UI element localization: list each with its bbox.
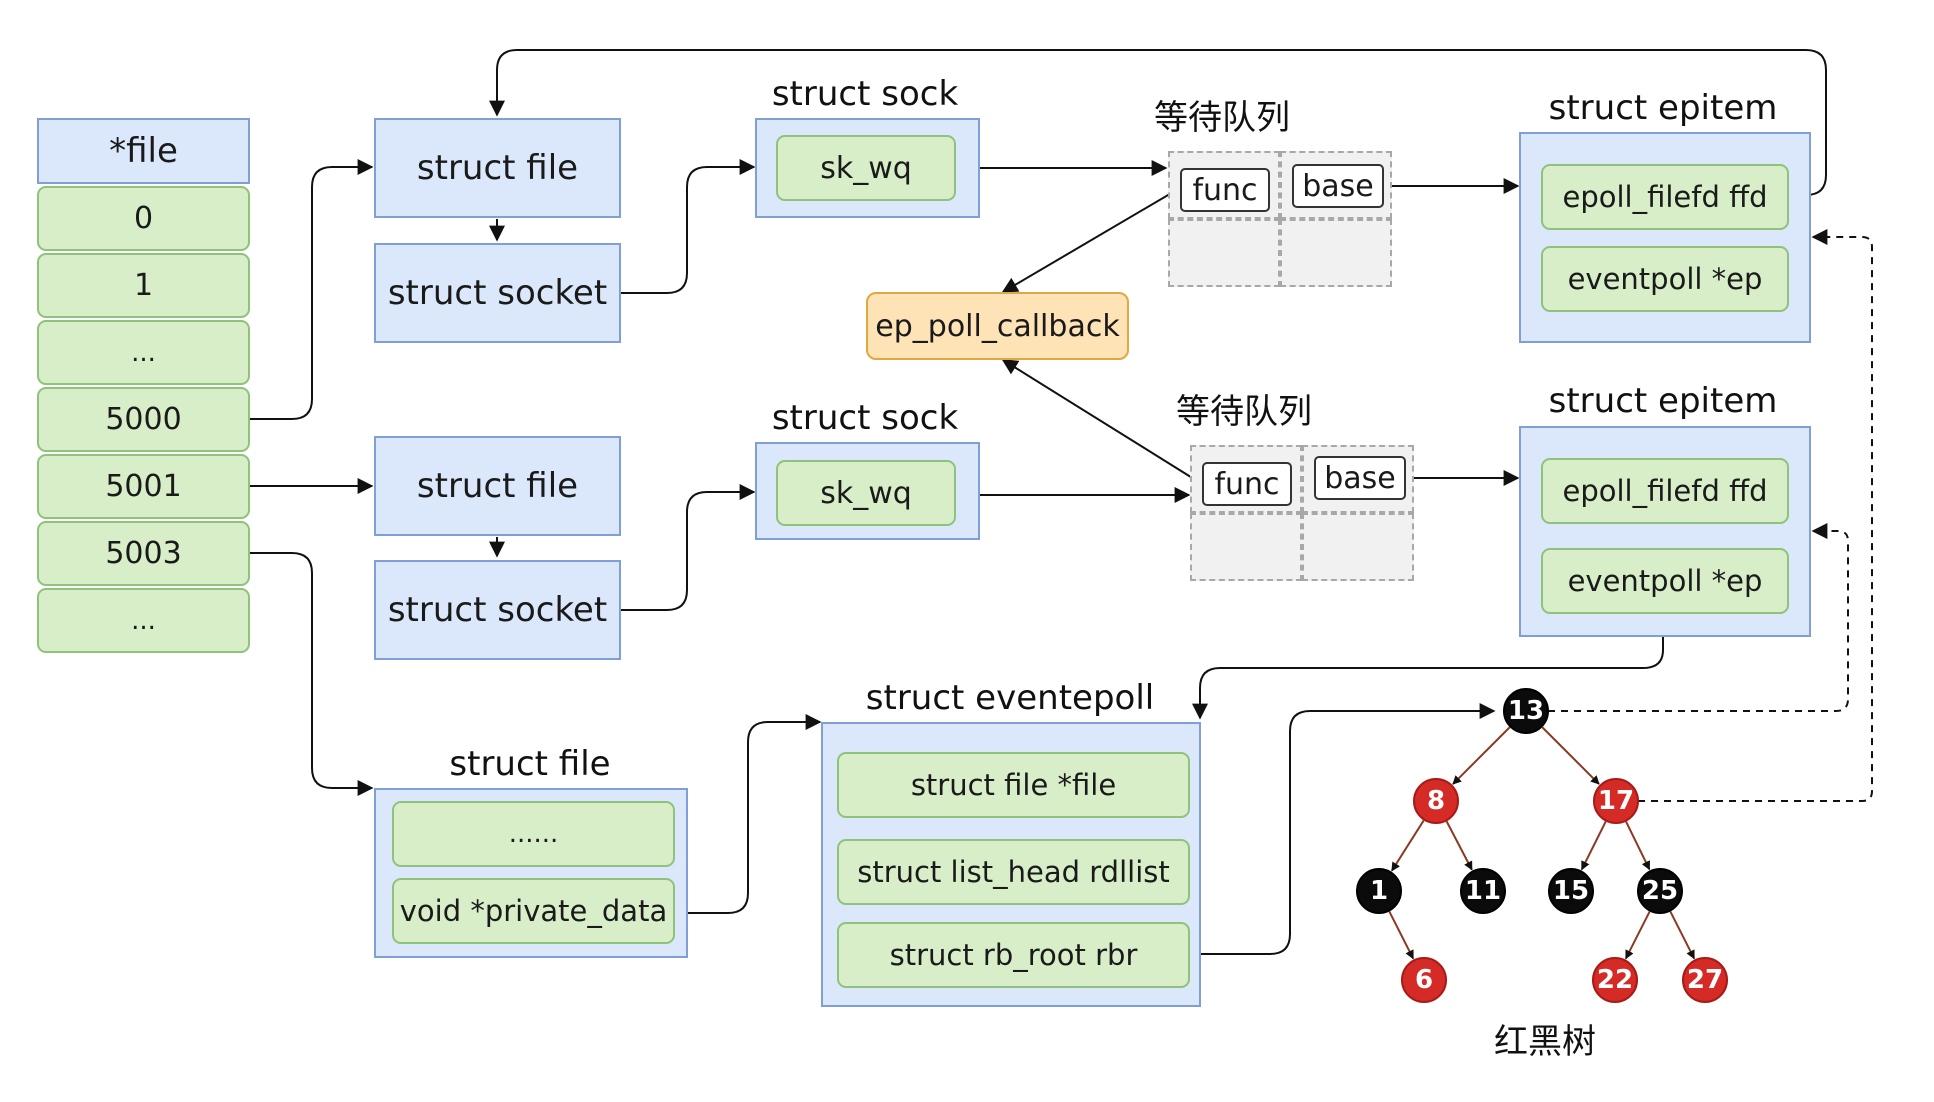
- arrow-private-to-eventepoll: [675, 714, 822, 914]
- eventepoll-title: struct eventepoll: [865, 678, 1155, 718]
- arrow-5003-to-file: [250, 552, 374, 796]
- base-label: base: [1292, 164, 1384, 208]
- rbtree-node: 25: [1637, 868, 1683, 914]
- rbtree-node: 6: [1401, 957, 1447, 1003]
- epoll-filefd-field: epoll_filefd ffd: [1541, 164, 1789, 230]
- rbtree-node: 1: [1356, 868, 1402, 914]
- rbtree-edge: [1580, 821, 1607, 871]
- fd-table-header: *file: [37, 118, 250, 184]
- struct-epitem-title: struct epitem: [1548, 381, 1778, 421]
- rbtree-edge: [1541, 726, 1600, 785]
- rbtree-node: 8: [1413, 778, 1459, 824]
- rbtree-node: 13: [1503, 688, 1549, 734]
- arrow-socket-to-sock-mid: [621, 484, 756, 611]
- arrow-socket-to-sock-top: [621, 159, 756, 294]
- struct-sock-title: struct sock: [771, 74, 959, 114]
- wait-queue-cell: [1280, 219, 1392, 287]
- struct-sock-title: struct sock: [771, 398, 959, 438]
- func-label: func: [1202, 462, 1292, 506]
- sk-wq-field: sk_wq: [776, 135, 956, 201]
- rbtree-node: 17: [1593, 778, 1639, 824]
- eventepoll-rdllist-field: struct list_head rdllist: [837, 839, 1190, 905]
- arrow-rbr-to-root: [1190, 703, 1496, 955]
- rbtree-edge: [1624, 911, 1651, 960]
- wait-queue-title: 等待队列: [1154, 98, 1290, 138]
- rbtree-edge: [1669, 911, 1696, 960]
- struct-file-box: struct file: [374, 118, 621, 218]
- arrow-func-to-callback-top: [1001, 187, 1181, 293]
- wait-queue-cell: [1168, 219, 1280, 287]
- rbtree-node: 15: [1548, 868, 1594, 914]
- arrow-5000-to-file: [250, 159, 374, 420]
- struct-socket-box: struct socket: [374, 243, 621, 343]
- eventepoll-rbr-field: struct rb_root rbr: [837, 922, 1190, 988]
- eventpoll-ep-field: eventpoll *ep: [1541, 548, 1789, 614]
- struct-socket-box: struct socket: [374, 560, 621, 660]
- wait-queue-cell: [1302, 513, 1414, 581]
- rbtree-node: 22: [1592, 957, 1638, 1003]
- func-label: func: [1180, 168, 1270, 212]
- dots-field: ......: [392, 801, 675, 867]
- sk-wq-field: sk_wq: [776, 460, 956, 526]
- base-label: base: [1314, 456, 1406, 500]
- rbtree-edge: [1452, 726, 1511, 785]
- eventepoll-file-field: struct file *file: [837, 752, 1190, 818]
- eventpoll-ep-field: eventpoll *ep: [1541, 246, 1789, 312]
- fd-row-5003: 5003: [37, 521, 250, 586]
- fd-row: 0: [37, 186, 250, 251]
- rbtree-node: 27: [1682, 957, 1728, 1003]
- private-data-field: void *private_data: [392, 878, 675, 944]
- fd-row: ...: [37, 320, 250, 385]
- fd-row: 1: [37, 253, 250, 318]
- fd-row-5001: 5001: [37, 454, 250, 519]
- rbtree-caption: 红黑树: [1494, 1022, 1596, 1062]
- rbtree-edges: [1388, 726, 1696, 960]
- epoll-struct-file-title: struct file: [449, 744, 611, 784]
- fd-row-5000: 5000: [37, 387, 250, 452]
- rbtree-edge: [1388, 911, 1415, 960]
- rbtree-edge: [1625, 821, 1651, 871]
- epoll-filefd-field: epoll_filefd ffd: [1541, 458, 1789, 524]
- ep-poll-callback: ep_poll_callback: [866, 292, 1129, 360]
- rbtree-edge: [1445, 820, 1473, 871]
- fd-row: ...: [37, 588, 250, 653]
- wait-queue-title: 等待队列: [1176, 392, 1312, 432]
- struct-epitem-title: struct epitem: [1548, 88, 1778, 128]
- wait-queue-cell: [1190, 513, 1302, 581]
- rbtree-edge: [1390, 819, 1425, 872]
- rbtree-node: 11: [1460, 868, 1506, 914]
- struct-file-box: struct file: [374, 436, 621, 536]
- arrow-func-to-callback-mid: [1001, 359, 1203, 485]
